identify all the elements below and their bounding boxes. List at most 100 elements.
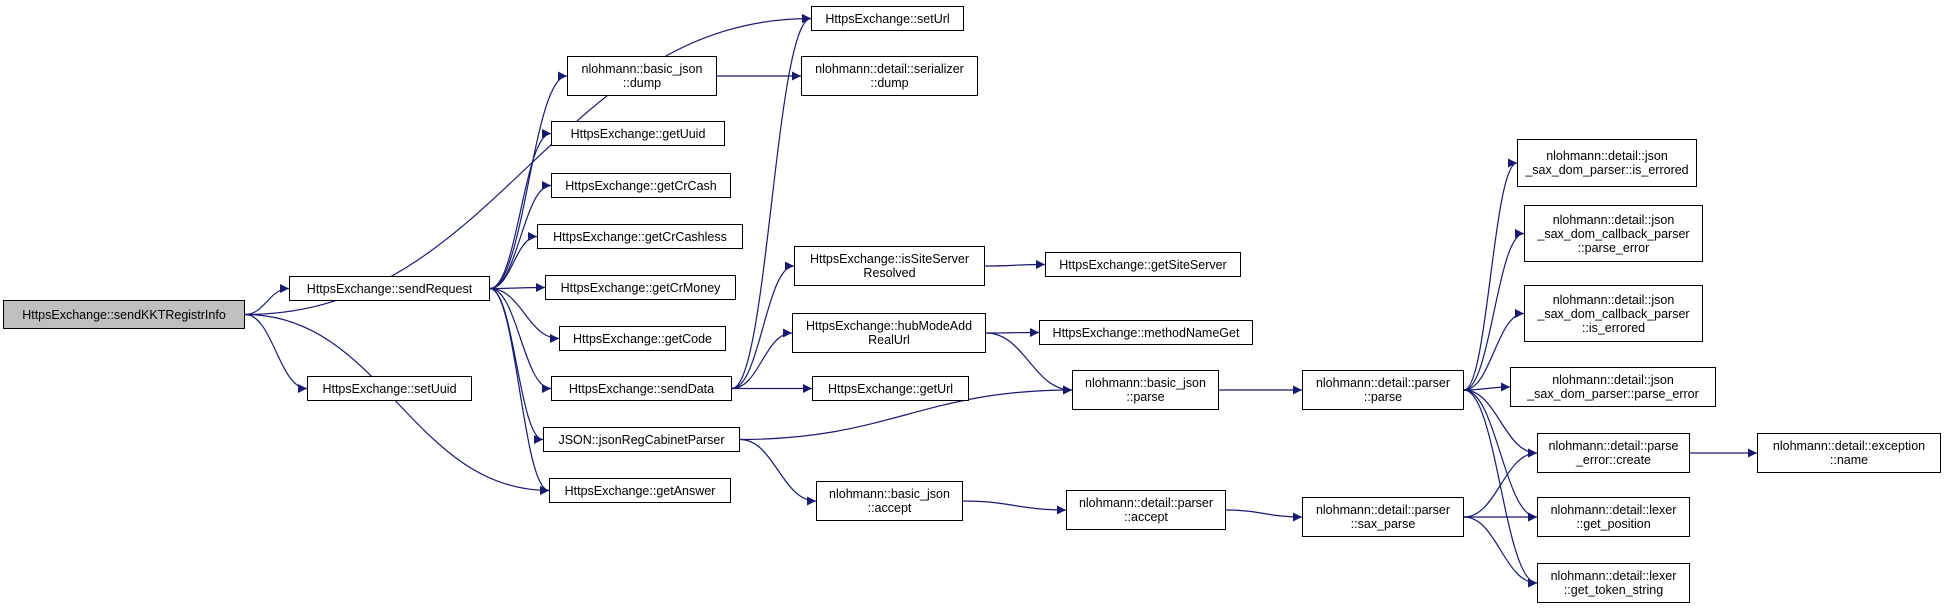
node-label-line: HttpsExchange::sendData xyxy=(568,381,715,396)
node-label-line: HttpsExchange::isSiteServer xyxy=(809,252,970,266)
node-label-line: nlohmann::basic_json xyxy=(829,487,950,501)
node-json-reg-cabinet[interactable]: JSON::jsonRegCabinetParser xyxy=(543,427,740,452)
node-get-site-server[interactable]: HttpsExchange::getSiteServer xyxy=(1045,252,1241,277)
node-label-line: HttpsExchange::getAnswer xyxy=(564,483,716,498)
node-label-line: HttpsExchange::getUrl xyxy=(827,381,954,396)
node-parser-accept[interactable]: nlohmann::detail::parser::accept xyxy=(1066,490,1226,530)
node-label-line: nlohmann::detail::json xyxy=(1552,212,1675,227)
edge-parser-accept-to-sax-parse xyxy=(1225,509,1303,522)
edge-send-request-to-get-cr-cash xyxy=(489,181,552,290)
edge-send-kkt-to-send-request xyxy=(244,284,290,316)
edge-parser-parse-to-sax-dom-is-errored xyxy=(1463,158,1518,391)
node-send-data[interactable]: HttpsExchange::sendData xyxy=(551,376,732,401)
node-parse-error-create[interactable]: nlohmann::detail::parse_error::create xyxy=(1537,433,1690,473)
edge-parser-parse-to-parse-error-create xyxy=(1463,389,1538,458)
node-label-line: HttpsExchange::getCrCash xyxy=(565,178,717,193)
edge-is-site-server-to-get-site-server xyxy=(984,260,1046,270)
node-label-line: nlohmann::basic_json xyxy=(1085,376,1206,390)
edge-parser-parse-to-lexer-get-token-string xyxy=(1463,389,1538,588)
node-lexer-get-position[interactable]: nlohmann::detail::lexer::get_position xyxy=(1537,497,1690,537)
edge-send-request-to-get-uuid xyxy=(489,129,552,290)
edge-parser-parse-to-lexer-get-position xyxy=(1463,389,1538,522)
node-label-line: nlohmann::detail::parser xyxy=(1315,376,1451,390)
node-label-line: ::is_errored xyxy=(1581,320,1646,335)
node-label-line: nlohmann::detail::serializer xyxy=(815,62,964,76)
edge-send-request-to-get-cr-cashless xyxy=(489,232,538,290)
node-label-line: _sax_dom_callback_parser xyxy=(1537,306,1690,321)
node-label-line: ::name xyxy=(1829,453,1869,467)
node-get-url[interactable]: HttpsExchange::getUrl xyxy=(812,376,969,401)
node-sax-dom-cb-parse-error[interactable]: nlohmann::detail::json_sax_dom_callback_… xyxy=(1524,205,1703,262)
node-lexer-get-token-string[interactable]: nlohmann::detail::lexer::get_token_strin… xyxy=(1537,563,1690,603)
edge-send-kkt-to-set-uuid xyxy=(244,313,308,393)
node-set-url[interactable]: HttpsExchange::setUrl xyxy=(811,6,964,31)
node-sax-dom-cb-is-errored[interactable]: nlohmann::detail::json_sax_dom_callback_… xyxy=(1524,285,1703,342)
edge-json-reg-cabinet-to-json-accept xyxy=(739,438,817,506)
node-label-line: HttpsExchange::hubModeAdd xyxy=(805,319,973,333)
node-label-line: HttpsExchange::getSiteServer xyxy=(1059,257,1227,272)
node-sax-dom-parse-error[interactable]: nlohmann::detail::json_sax_dom_parser::p… xyxy=(1510,367,1716,407)
node-label-line: ::dump xyxy=(622,76,662,90)
edge-sax-parse-to-lexer-get-token-string xyxy=(1463,516,1538,588)
node-exception-name[interactable]: nlohmann::detail::exception::name xyxy=(1757,433,1941,473)
node-method-name-get[interactable]: HttpsExchange::methodNameGet xyxy=(1039,320,1253,345)
node-label-line: nlohmann::detail::parser xyxy=(1315,503,1451,517)
node-serializer-dump[interactable]: nlohmann::detail::serializer::dump xyxy=(801,56,978,96)
node-label-line: HttpsExchange::getCrMoney xyxy=(560,280,721,295)
node-sax-dom-is-errored[interactable]: nlohmann::detail::json_sax_dom_parser::i… xyxy=(1517,139,1697,187)
edge-send-data-to-set-url xyxy=(731,14,812,390)
edge-send-request-to-get-answer xyxy=(489,287,550,495)
node-label-line: nlohmann::detail::parser xyxy=(1078,496,1214,510)
node-label-line: HttpsExchange::getCode xyxy=(573,331,712,346)
node-label-line: JSON::jsonRegCabinetParser xyxy=(558,432,725,447)
node-label-line: RealUrl xyxy=(868,333,910,347)
node-label-line: ::parse_error xyxy=(1577,240,1650,255)
node-get-cr-cash[interactable]: HttpsExchange::getCrCash xyxy=(551,173,731,198)
node-label-line: nlohmann::detail::exception xyxy=(1772,439,1926,453)
edge-send-request-to-json-dump xyxy=(489,71,568,290)
node-parser-parse[interactable]: nlohmann::detail::parser::parse xyxy=(1302,370,1464,410)
node-label-line: HttpsExchange::methodNameGet xyxy=(1052,325,1240,340)
node-set-uuid[interactable]: HttpsExchange::setUuid xyxy=(307,376,472,401)
edge-send-request-to-json-reg-cabinet xyxy=(489,287,544,444)
node-get-uuid[interactable]: HttpsExchange::getUuid xyxy=(551,121,725,146)
node-label-line: HttpsExchange::sendRequest xyxy=(306,281,473,296)
node-json-dump[interactable]: nlohmann::basic_json::dump xyxy=(567,56,717,96)
node-label-line: _sax_dom_callback_parser xyxy=(1537,226,1690,241)
edge-send-request-to-send-data xyxy=(489,287,552,393)
edge-json-reg-cabinet-to-json-parse xyxy=(739,385,1073,441)
edge-send-kkt-to-set-url xyxy=(244,14,812,316)
node-json-accept[interactable]: nlohmann::basic_json::accept xyxy=(816,481,963,521)
node-label-line: nlohmann::detail::lexer xyxy=(1550,503,1677,517)
edge-sax-parse-to-parse-error-create xyxy=(1463,448,1538,518)
node-label-line: ::accept xyxy=(867,501,912,515)
edge-send-request-to-get-code xyxy=(489,287,560,343)
node-label-line: ::accept xyxy=(1124,510,1168,524)
node-label-line: HttpsExchange::setUuid xyxy=(322,381,457,396)
node-label-line: HttpsExchange::setUrl xyxy=(825,11,950,26)
node-label-line: nlohmann::detail::lexer xyxy=(1550,569,1677,583)
node-label-line: HttpsExchange::getUuid xyxy=(570,126,706,141)
node-label-line: nlohmann::detail::json xyxy=(1552,373,1674,387)
node-send-kkt[interactable]: HttpsExchange::sendKKTRegistrInfo xyxy=(3,300,245,329)
node-json-parse[interactable]: nlohmann::basic_json::parse xyxy=(1072,370,1219,410)
edge-hub-mode-to-json-parse xyxy=(985,332,1073,395)
node-get-cr-cashless[interactable]: HttpsExchange::getCrCashless xyxy=(537,224,743,249)
node-label-line: HttpsExchange::getCrCashless xyxy=(553,229,727,244)
edge-parser-parse-to-sax-dom-cb-parse-error xyxy=(1463,229,1525,391)
node-label-line: _sax_dom_parser::is_errored xyxy=(1525,163,1689,177)
node-get-code[interactable]: HttpsExchange::getCode xyxy=(559,326,726,351)
edge-parser-parse-to-sax-dom-cb-is-errored xyxy=(1463,309,1525,391)
node-get-answer[interactable]: HttpsExchange::getAnswer xyxy=(549,478,731,503)
node-label-line: _error::create xyxy=(1575,453,1651,467)
node-label-line: Resolved xyxy=(863,266,916,280)
node-sax-parse[interactable]: nlohmann::detail::parser::sax_parse xyxy=(1302,497,1464,537)
node-label-line: ::parse xyxy=(1363,390,1403,404)
node-label-line: HttpsExchange::sendKKTRegistrInfo xyxy=(22,307,226,322)
edge-hub-mode-to-method-name-get xyxy=(985,328,1040,338)
node-label-line: nlohmann::detail::parse xyxy=(1548,439,1679,453)
node-send-request[interactable]: HttpsExchange::sendRequest xyxy=(289,276,490,301)
node-get-cr-money[interactable]: HttpsExchange::getCrMoney xyxy=(545,275,736,300)
